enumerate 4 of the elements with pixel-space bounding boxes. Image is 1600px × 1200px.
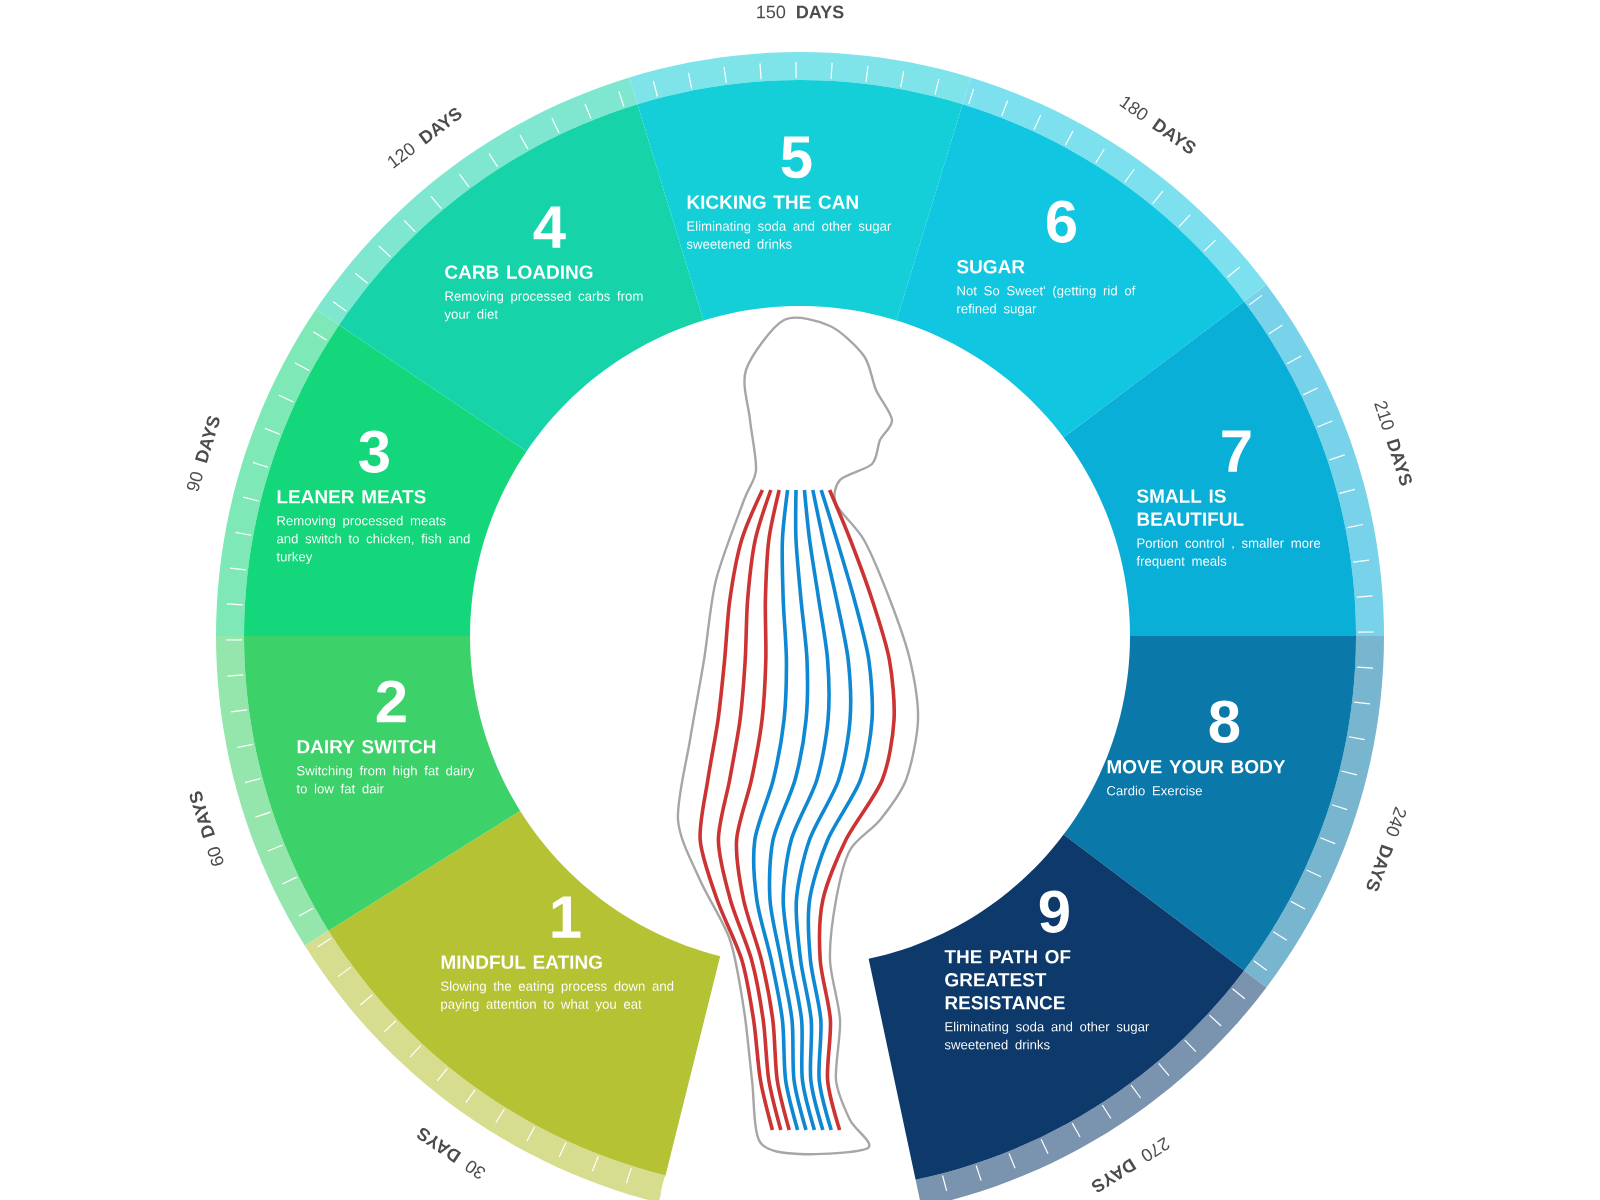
day-label: 210 DAYS [1374, 401, 1412, 486]
day-label: 60 DAYS [189, 791, 224, 866]
day-label: 90 DAYS [186, 416, 220, 492]
day-label: 150 DAYS [757, 5, 844, 19]
